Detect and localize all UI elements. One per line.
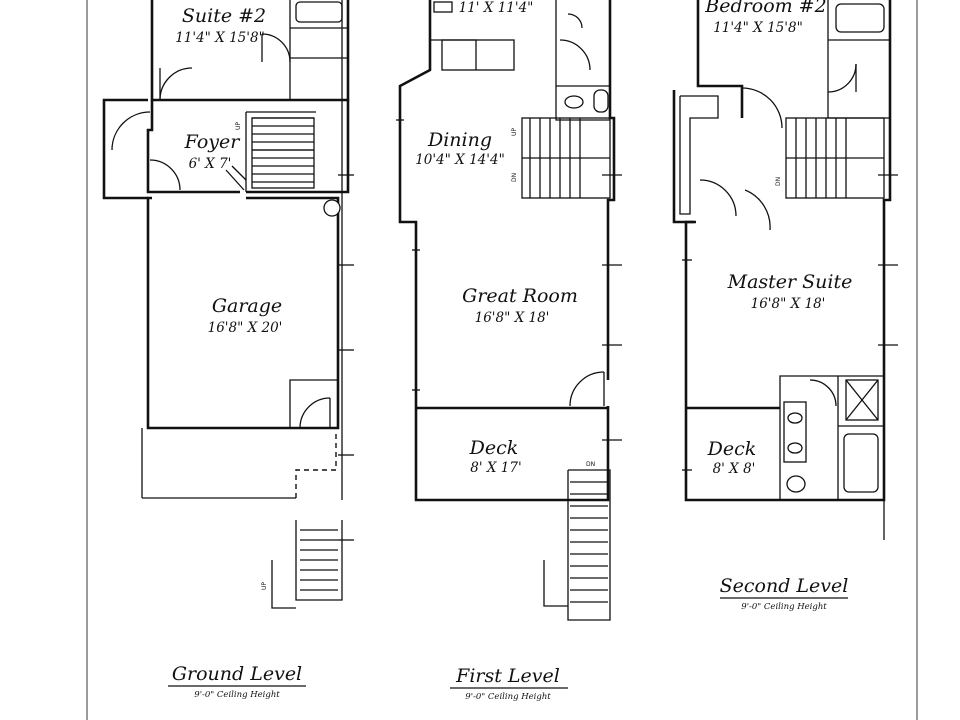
ground-level-title: Ground Level <box>172 663 302 685</box>
room-name-bedroom-2: Bedroom #2 <box>704 0 826 17</box>
vanity-master <box>783 401 807 463</box>
ground-level-plan: UP UP Suite #2 11'4" X 15'8" Foyer 6' X … <box>102 0 354 700</box>
room-dim-second-deck: 8' X 8' <box>713 461 756 477</box>
room-name-great-room: Great Room <box>462 285 578 307</box>
first-level-plan: UP DN DN 11' X 11'4" Dining 10'4" X 14'4… <box>396 0 622 702</box>
room-name-suite-2: Suite #2 <box>182 5 266 27</box>
room-dim-suite-2: 11'4" X 15'8" <box>175 30 265 46</box>
powder-room-sink <box>564 95 584 109</box>
second-stair-tag: DN <box>775 177 782 186</box>
tub-second <box>835 3 885 33</box>
second-level-ceiling: 9'-0" Ceiling Height <box>741 602 827 612</box>
second-level-plan: DN Bedroom #2 11'4" X 15'8" Master Suite… <box>672 0 898 612</box>
room-name-dining: Dining <box>427 129 492 151</box>
sink-master-2 <box>787 442 803 454</box>
room-dim-kitchen: 11' X 11'4" <box>459 0 534 16</box>
room-dim-first-deck: 8' X 17' <box>470 460 521 476</box>
room-dim-great-room: 16'8" X 18' <box>475 310 550 326</box>
room-dim-foyer: 6' X 7' <box>189 156 232 172</box>
first-level-ceiling: 9'-0" Ceiling Height <box>465 692 551 702</box>
ground-outdoor-stair-tag: UP <box>261 582 268 590</box>
room-name-second-deck: Deck <box>707 438 757 460</box>
first-stair-down-tag: DN <box>511 173 518 182</box>
room-name-garage: Garage <box>212 295 282 317</box>
tub-ground <box>295 1 343 23</box>
room-dim-bedroom-2: 11'4" X 15'8" <box>713 20 803 36</box>
room-dim-dining: 10'4" X 14'4" <box>415 152 505 168</box>
water-heater <box>323 199 341 217</box>
room-name-first-deck: Deck <box>469 437 519 459</box>
room-name-foyer: Foyer <box>184 131 242 153</box>
first-stair-up-tag: UP <box>511 128 518 136</box>
ground-stair-tag: UP <box>235 122 242 130</box>
second-level-title: Second Level <box>720 575 849 597</box>
toilet-master <box>786 475 806 493</box>
powder-room-toilet <box>593 89 609 113</box>
room-dim-garage: 16'8" X 20' <box>208 320 283 336</box>
room-name-master-suite: Master Suite <box>727 271 853 293</box>
ground-level-ceiling: 9'-0" Ceiling Height <box>194 690 280 700</box>
first-deck-stair-tag: DN <box>586 461 595 468</box>
sink-master-1 <box>787 412 803 424</box>
kitchen-island <box>441 39 515 71</box>
first-level-title: First Level <box>455 665 560 687</box>
kitchen-range <box>433 1 453 13</box>
room-dim-master-suite: 16'8" X 18' <box>751 296 826 312</box>
tub-master <box>843 433 879 493</box>
